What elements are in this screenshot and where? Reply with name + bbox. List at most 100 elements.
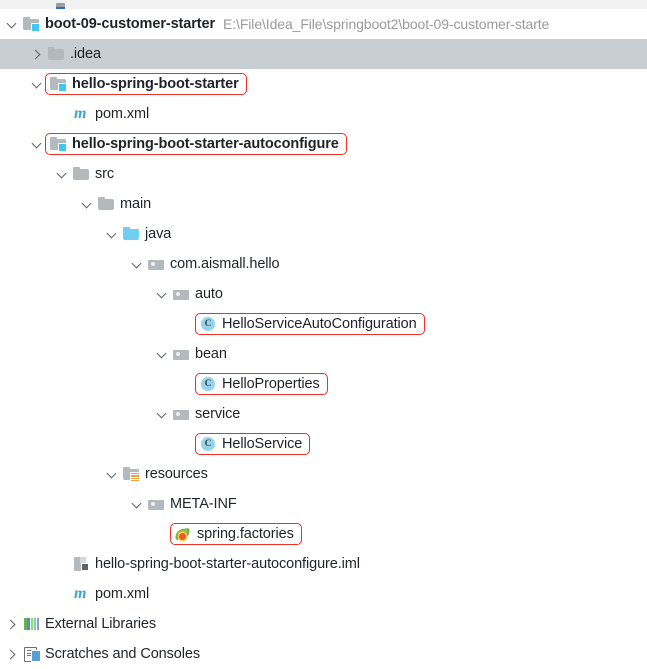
row-content[interactable]: boot-09-customer-starter <box>23 16 215 33</box>
tree-row-meta-inf[interactable]: META-INF <box>0 489 647 519</box>
tree-row-package-service[interactable]: service <box>0 399 647 429</box>
chevron-down-icon[interactable] <box>131 498 144 511</box>
tree-row-class-helloservice[interactable]: C HelloService <box>0 429 647 459</box>
module-folder-icon <box>23 16 40 32</box>
tree-row-label: resources <box>145 465 208 482</box>
tree-row-src[interactable]: src <box>0 159 647 189</box>
chevron-down-icon[interactable] <box>156 348 169 361</box>
row-content[interactable]: main <box>98 196 151 213</box>
row-content[interactable]: META-INF <box>148 496 237 513</box>
module-folder-icon <box>50 136 67 152</box>
package-icon <box>173 406 190 422</box>
maven-icon: m <box>74 585 87 602</box>
highlight-box[interactable]: C HelloService <box>195 433 311 455</box>
java-class-icon: C <box>200 316 217 332</box>
clipped-module-icon <box>56 3 65 9</box>
chevron-right-icon[interactable] <box>5 648 19 661</box>
highlight-box[interactable]: spring.factories <box>170 523 302 545</box>
tree-row-package-com-aismall-hello[interactable]: com.aismall.hello <box>0 249 647 279</box>
chevron-down-icon[interactable] <box>81 198 94 211</box>
tree-row-label: src <box>95 165 115 182</box>
highlight-box[interactable]: hello-spring-boot-starter <box>45 73 247 95</box>
tree-row-package-bean[interactable]: bean <box>0 339 647 369</box>
tree-row-package-auto[interactable]: auto <box>0 279 647 309</box>
tree-row-label: HelloProperties <box>222 375 320 392</box>
tree-row-label: com.aismall.hello <box>170 255 280 272</box>
tree-row-starter-pom[interactable]: m pom.xml <box>0 99 647 129</box>
folder-icon <box>48 46 65 62</box>
tree-row-label: Scratches and Consoles <box>45 645 200 662</box>
tree-row-class-helloproperties[interactable]: C HelloProperties <box>0 369 647 399</box>
chevron-down-icon[interactable] <box>131 258 144 271</box>
package-icon <box>173 346 190 362</box>
tree-row-label: HelloService <box>222 435 303 452</box>
tree-row-label: main <box>120 195 152 212</box>
tree-row-label: service <box>195 405 241 422</box>
row-content[interactable]: External Libraries <box>23 616 156 633</box>
chevron-down-icon[interactable] <box>156 408 169 421</box>
tree-row-main[interactable]: main <box>0 189 647 219</box>
row-content[interactable]: auto <box>173 286 223 303</box>
tree-row-label: spring.factories <box>197 525 294 542</box>
row-content[interactable]: hello-spring-boot-starter-autoconfigure.… <box>73 556 360 573</box>
chevron-right-icon[interactable] <box>5 618 19 631</box>
tree-row-class-helloserviceautoconfiguration[interactable]: C HelloServiceAutoConfiguration <box>0 309 647 339</box>
highlight-box[interactable]: hello-spring-boot-starter-autoconfigure <box>45 133 347 155</box>
chevron-down-icon[interactable] <box>31 138 44 151</box>
tree-row-idea-folder[interactable]: .idea <box>0 39 647 69</box>
spring-leaf-icon <box>174 526 192 542</box>
module-folder-icon <box>50 76 67 92</box>
highlight-box[interactable]: C HelloServiceAutoConfiguration <box>195 313 425 335</box>
tree-row-label: META-INF <box>170 495 237 512</box>
folder-icon <box>98 196 115 212</box>
clipped-top-row <box>0 0 647 9</box>
tree-row-label: pom.xml <box>95 585 150 602</box>
row-content[interactable]: service <box>173 406 240 423</box>
tree-row-label: boot-09-customer-starter <box>45 15 216 32</box>
highlight-box[interactable]: C HelloProperties <box>195 373 328 395</box>
tree-row-label: External Libraries <box>45 615 157 632</box>
row-content[interactable]: src <box>73 166 114 183</box>
source-folder-icon <box>123 226 140 242</box>
chevron-down-icon[interactable] <box>106 468 119 481</box>
tree-row-autoconfigure-pom[interactable]: m pom.xml <box>0 579 647 609</box>
maven-icon: m <box>74 105 87 122</box>
java-class-icon: C <box>200 376 217 392</box>
tree-row-label: hello-spring-boot-starter-autoconfigure <box>72 135 339 152</box>
row-content[interactable]: m pom.xml <box>73 585 150 603</box>
chevron-down-icon[interactable] <box>56 168 69 181</box>
row-content[interactable]: bean <box>173 346 227 363</box>
tree-row-external-libraries[interactable]: External Libraries <box>0 609 647 639</box>
tree-row-java[interactable]: java <box>0 219 647 249</box>
package-icon <box>173 286 190 302</box>
folder-icon <box>73 166 90 182</box>
package-icon <box>148 496 165 512</box>
tree-row-hello-spring-boot-starter-autoconfigure[interactable]: hello-spring-boot-starter-autoconfigure <box>0 129 647 159</box>
tree-row-resources[interactable]: resources <box>0 459 647 489</box>
package-icon <box>148 256 165 272</box>
tree-row-label: bean <box>195 345 227 362</box>
row-content[interactable]: m pom.xml <box>73 105 150 123</box>
row-content[interactable]: resources <box>123 466 208 483</box>
chevron-right-icon[interactable] <box>30 48 44 61</box>
row-content[interactable]: com.aismall.hello <box>148 256 280 273</box>
tree-row-autoconfigure-iml[interactable]: hello-spring-boot-starter-autoconfigure.… <box>0 549 647 579</box>
chevron-down-icon[interactable] <box>106 228 119 241</box>
chevron-down-icon[interactable] <box>31 78 44 91</box>
java-class-icon: C <box>200 436 217 452</box>
tree-row-hello-spring-boot-starter[interactable]: hello-spring-boot-starter <box>0 69 647 99</box>
row-content[interactable]: .idea <box>48 46 101 63</box>
tree-row-scratches-and-consoles[interactable]: Scratches and Consoles <box>0 639 647 669</box>
row-content[interactable]: java <box>123 226 171 243</box>
tree-row-spring-factories[interactable]: spring.factories <box>0 519 647 549</box>
tree-row-label: hello-spring-boot-starter <box>72 75 239 92</box>
chevron-down-icon[interactable] <box>156 288 169 301</box>
tree-row-label: pom.xml <box>95 105 150 122</box>
resources-folder-icon <box>123 466 140 483</box>
tree-row-label: java <box>145 225 172 242</box>
row-content[interactable]: Scratches and Consoles <box>23 646 200 663</box>
tree-row-label: HelloServiceAutoConfiguration <box>222 315 417 332</box>
chevron-down-icon[interactable] <box>6 18 19 31</box>
